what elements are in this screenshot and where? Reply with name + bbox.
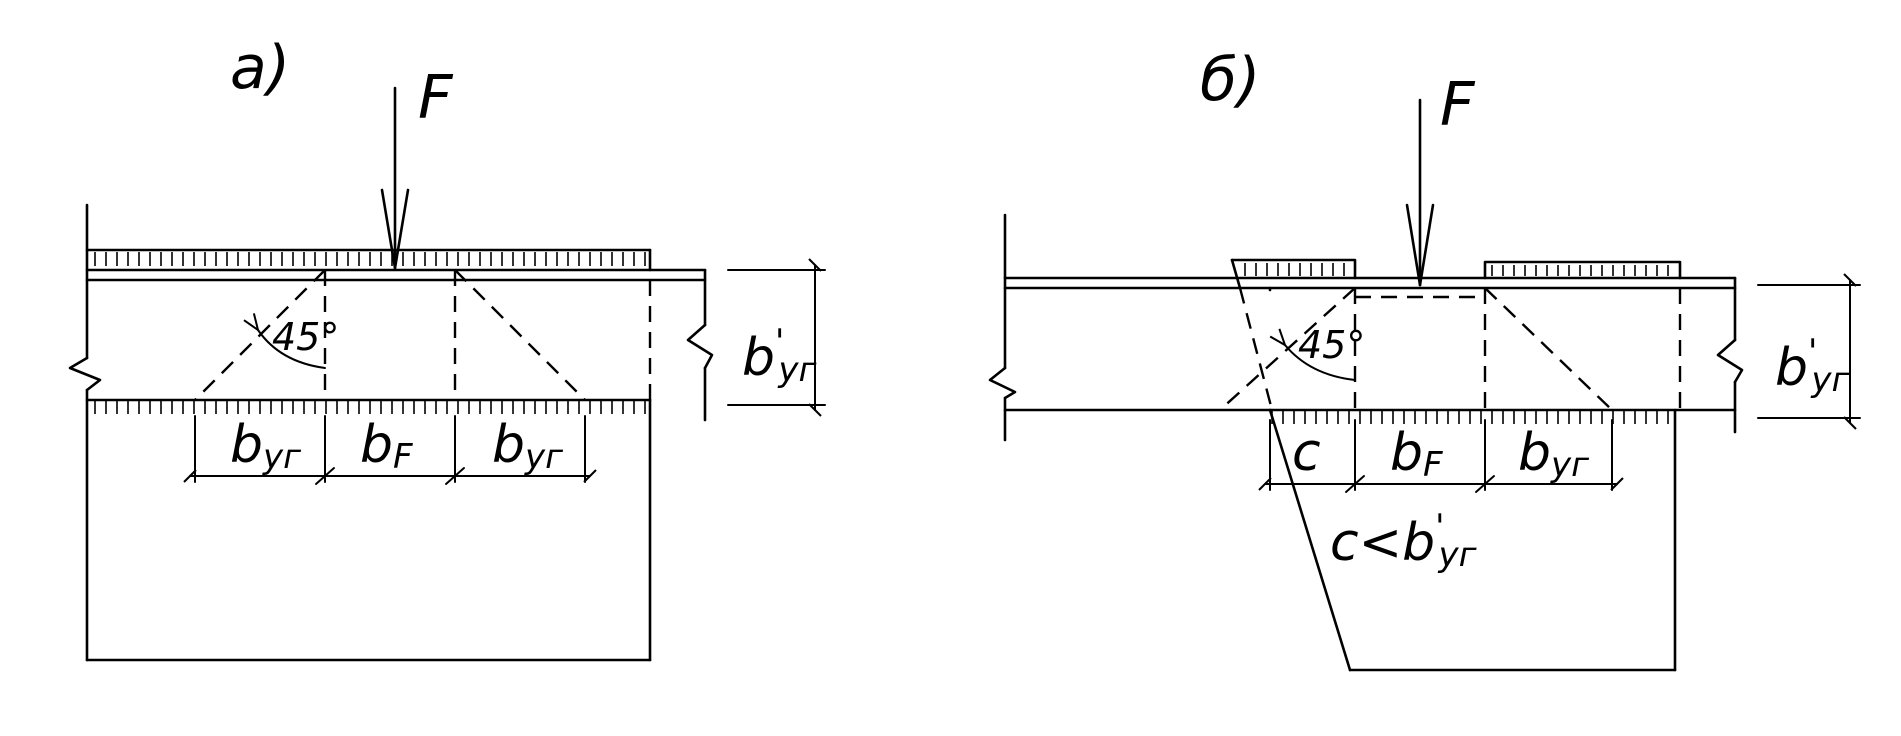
dim-mid-b: bF xyxy=(1390,423,1443,485)
dim-c-b: c xyxy=(1292,423,1321,483)
dim-right-a: bуг xyxy=(492,415,564,477)
load-distribution-lines-a xyxy=(194,269,652,401)
angle-mark-a: 45° xyxy=(258,315,339,369)
force-arrow-a: F xyxy=(380,63,454,270)
angle-label-a: 45° xyxy=(272,315,339,359)
force-arrow-b: F xyxy=(1405,70,1476,287)
height-dimension-b: b'уг xyxy=(1757,273,1861,430)
dim-mid-a: bF xyxy=(360,415,413,477)
dim-height-a: b'уг xyxy=(742,322,817,390)
dimension-chain-a: bуг bF bуг xyxy=(183,415,597,485)
panel-b-label: б) xyxy=(1200,45,1260,115)
distributed-load-a xyxy=(94,252,646,266)
distributed-load-b-left xyxy=(1244,263,1345,276)
condition-label-b: c<b'уг xyxy=(1330,507,1478,575)
angle-mark-b: 45° xyxy=(1285,323,1365,381)
height-dimension-a: b'уг xyxy=(727,258,826,417)
panel-a: а) F xyxy=(68,33,826,662)
slab-a xyxy=(68,203,714,662)
dim-right-b: bуг xyxy=(1518,423,1590,485)
dim-height-b: b'уг xyxy=(1775,332,1850,400)
underside-hatch-b xyxy=(1271,410,1669,424)
panel-a-label: а) xyxy=(230,33,290,103)
force-label-a: F xyxy=(418,63,454,133)
distributed-load-b-right xyxy=(1491,265,1669,276)
underside-hatch-a xyxy=(94,400,646,414)
panel-b: б) F xyxy=(988,45,1861,672)
slab-b xyxy=(988,213,1744,672)
force-label-b: F xyxy=(1440,70,1476,140)
angle-label-b: 45° xyxy=(1298,323,1365,367)
dimension-chain-b: c bF bуг xyxy=(1258,419,1624,493)
dim-left-a: bуг xyxy=(230,415,302,477)
